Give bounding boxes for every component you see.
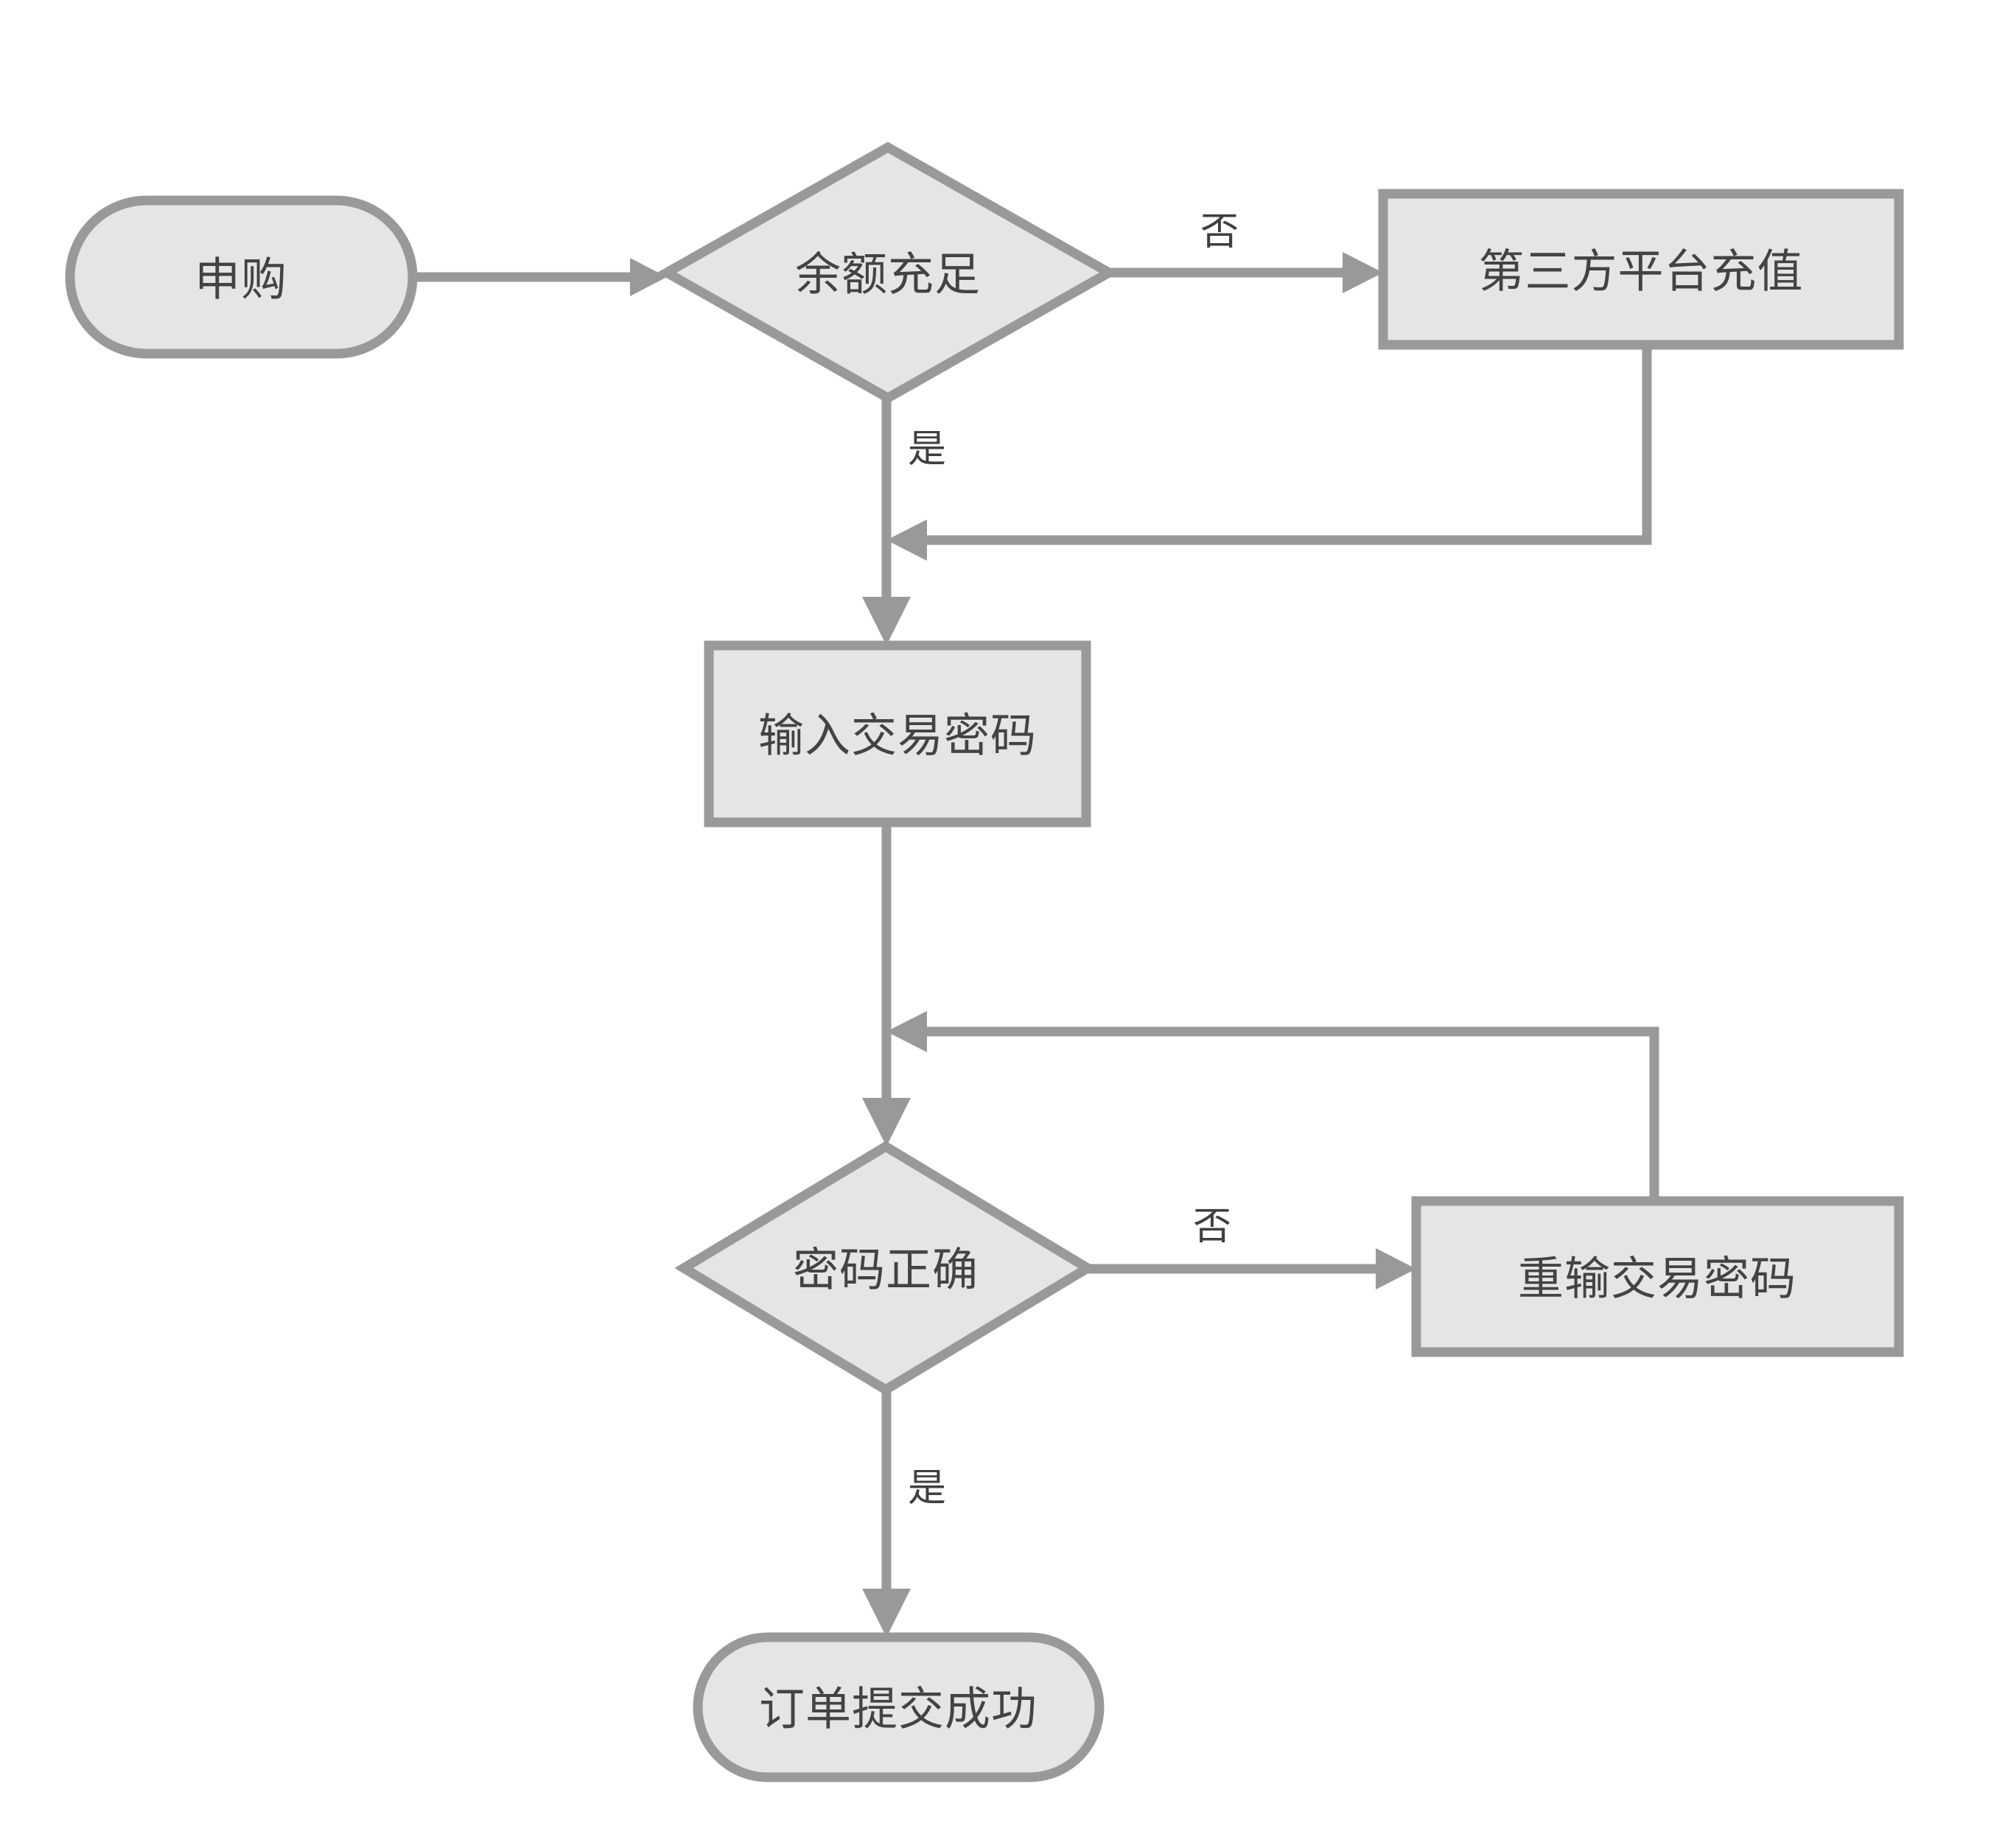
node-label: 密码正确 — [793, 1243, 979, 1297]
edge-password-yes-to-success — [862, 1390, 911, 1637]
edge-label-password-no: 否 — [1193, 1205, 1231, 1249]
node-enter-password[interactable]: 输入交易密码 — [704, 640, 1091, 827]
edge-label-balance-no: 否 — [1200, 210, 1239, 254]
node-label: 第三方平台充值 — [1478, 245, 1803, 298]
node-shape-rect — [704, 640, 1091, 827]
edge-balance-no-to-recharge — [1109, 252, 1383, 293]
arrowhead-icon — [862, 597, 911, 645]
node-success[interactable]: 订单提交成功 — [693, 1632, 1105, 1782]
edge-line — [910, 1026, 1659, 1201]
edge-label-password-yes: 是 — [908, 1466, 946, 1511]
arrowhead-icon — [1376, 1248, 1416, 1289]
node-label: 重输交易密码 — [1518, 1252, 1796, 1306]
arrowhead-icon — [862, 1589, 911, 1637]
edge-balance-yes-to-enter-password — [862, 398, 911, 645]
edge-line — [910, 345, 1652, 545]
node-label: 订单提交成功 — [759, 1682, 1038, 1736]
edge-password-no-to-retry — [1088, 1248, 1416, 1289]
edge-recharge-to-mainline — [886, 345, 1652, 561]
edge-label-balance-yes: 是 — [908, 427, 946, 472]
node-password-check[interactable]: 密码正确 — [674, 1141, 1097, 1396]
arrowhead-icon — [1343, 252, 1383, 293]
arrowhead-icon — [630, 258, 667, 296]
node-shape-rect — [1378, 189, 1904, 350]
arrowhead-icon — [886, 519, 927, 561]
node-recharge[interactable]: 第三方平台充值 — [1378, 189, 1904, 350]
node-shape-diamond — [657, 141, 1119, 404]
node-shape-stadium — [693, 1632, 1105, 1782]
node-shape-rect — [1411, 1196, 1904, 1357]
edge-retry-to-mainline — [886, 1011, 1659, 1201]
node-retry-password[interactable]: 重输交易密码 — [1411, 1196, 1904, 1357]
node-balance-check[interactable]: 余额充足 — [657, 141, 1119, 404]
node-label: 申购 — [195, 253, 287, 307]
edge-enter-password-to-password-check — [862, 822, 911, 1147]
arrowhead-icon — [862, 1098, 911, 1147]
arrowhead-icon — [886, 1011, 927, 1052]
edge-start-to-balance — [413, 258, 667, 296]
node-shape-stadium — [65, 195, 418, 359]
node-label: 输入交易密码 — [758, 709, 1037, 763]
node-label: 余额充足 — [795, 248, 981, 301]
node-shape-diamond — [674, 1141, 1097, 1396]
node-start[interactable]: 申购 — [65, 195, 418, 359]
